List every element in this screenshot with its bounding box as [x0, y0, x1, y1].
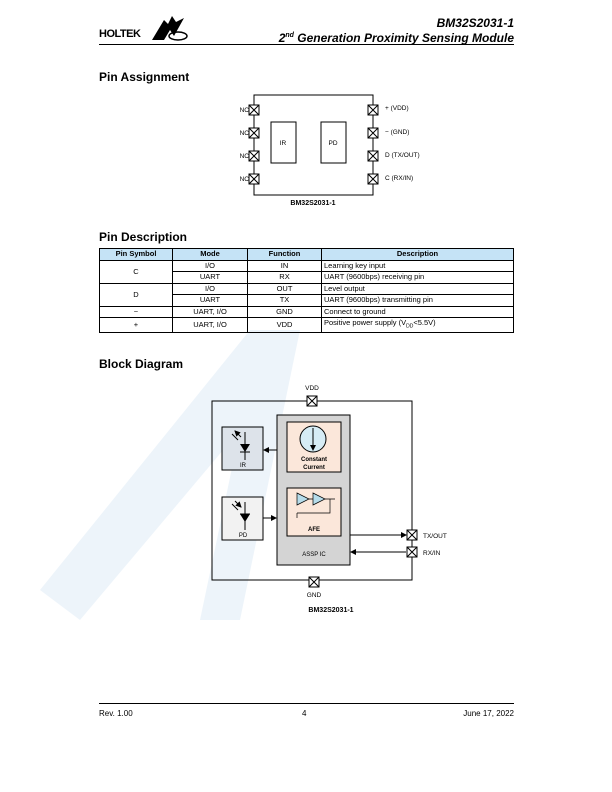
pin-icon: [367, 150, 379, 162]
pin-icon: [367, 127, 379, 139]
svg-text:AFE: AFE: [308, 527, 320, 533]
svg-text:D (TX/OUT): D (TX/OUT): [385, 152, 420, 159]
pin-icon: [248, 127, 260, 139]
pin-assignment-diagram: IR PD NC NC NC NC + (VDD) − (GND) D (TX/…: [240, 94, 420, 207]
pin-icon: [248, 150, 260, 162]
svg-text:IR: IR: [240, 463, 247, 469]
footer-rule: [99, 703, 514, 704]
svg-text:PD: PD: [328, 140, 337, 147]
section-title-block-diagram: Block Diagram: [99, 357, 184, 371]
section-title-pin-assignment: Pin Assignment: [99, 70, 190, 84]
pin-icon: [248, 173, 260, 185]
header-part: BM32S2031-1: [436, 16, 514, 30]
svg-text:TX/OUT: TX/OUT: [423, 533, 447, 540]
svg-text:NC: NC: [240, 107, 250, 114]
svg-text:IR: IR: [280, 140, 287, 147]
holtek-logo-icon: [152, 16, 188, 41]
pin-icon: [406, 546, 418, 558]
svg-text:GND: GND: [307, 592, 322, 599]
pin-icon: [306, 395, 318, 407]
footer-revision: Rev. 1.00: [99, 709, 133, 718]
svg-text:VDD: VDD: [305, 385, 319, 392]
svg-text:NC: NC: [240, 130, 250, 137]
pin-icon: [367, 104, 379, 116]
pin-icon: [248, 104, 260, 116]
header-subtitle: 2nd Generation Proximity Sensing Module: [278, 31, 514, 45]
svg-text:C (RX/IN): C (RX/IN): [385, 175, 413, 182]
svg-text:− (GND): − (GND): [385, 129, 409, 136]
svg-text:Current: Current: [303, 465, 325, 471]
svg-text:RX/IN: RX/IN: [423, 550, 441, 557]
svg-text:Constant: Constant: [301, 457, 327, 463]
svg-text:NC: NC: [240, 176, 250, 183]
svg-text:NC: NC: [240, 153, 250, 160]
block-diagram: Constant Current AFE ASSP IC IR PD VDD G…: [211, 385, 447, 614]
pin-icon: [308, 576, 320, 588]
holtek-logo: HOLTEK: [99, 28, 141, 40]
svg-text:BM32S2031-1: BM32S2031-1: [290, 200, 335, 207]
svg-text:PD: PD: [239, 533, 248, 539]
footer-date: June 17, 2022: [463, 709, 514, 718]
header-rule: [99, 44, 514, 45]
section-title-pin-description: Pin Description: [99, 230, 188, 244]
svg-text:ASSP IC: ASSP IC: [302, 552, 326, 558]
svg-text:+ (VDD): + (VDD): [385, 105, 409, 112]
footer-page-number: 4: [302, 709, 307, 718]
pin-icon: [367, 173, 379, 185]
pin-icon: [406, 529, 418, 541]
svg-text:BM32S2031-1: BM32S2031-1: [308, 607, 353, 614]
